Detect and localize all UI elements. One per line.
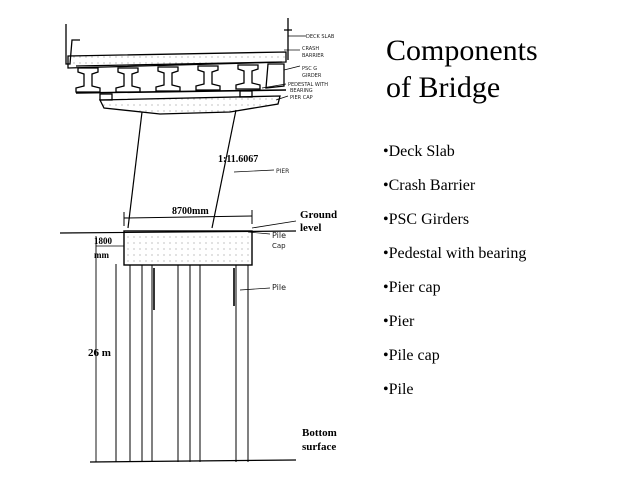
- callout-pedestal-2: BEARING: [290, 88, 313, 94]
- pier: [127, 109, 237, 229]
- callout-pedestal: PEDESTAL WITH: [288, 82, 328, 88]
- callout-pier: PIER: [276, 168, 289, 175]
- psc-girders: [75, 63, 285, 93]
- crash-barrier-right: [284, 18, 292, 60]
- callout-pile-cap: Pile: [272, 231, 286, 240]
- pile-cap-height-unit: mm: [94, 250, 109, 260]
- deck-slab: [67, 51, 287, 69]
- list-item: •PSC Girders: [383, 211, 470, 228]
- piles: [115, 264, 249, 462]
- components-list: •Deck Slab •Crash Barrier •PSC Girders •…: [383, 135, 526, 407]
- bottom-surface-line: [89, 459, 297, 463]
- callout-deck-slab: DECK SLAB: [306, 34, 335, 40]
- bridge-elevation-drawing: 1:11.6067 8700mm Ground level 1800 mm 26…: [59, 18, 337, 463]
- list-item: •Pier: [383, 313, 415, 330]
- pile-cap-height-label: 1800: [94, 236, 113, 246]
- width-label: 8700mm: [172, 206, 209, 217]
- list-item: •Pedestal with bearing: [383, 245, 527, 262]
- bottom-label: Bottom: [302, 427, 337, 439]
- level-label: level: [300, 222, 321, 234]
- width-dimension: [123, 210, 253, 226]
- callout-leaders: [233, 35, 306, 291]
- callout-crash-barrier: CRASH: [302, 46, 319, 52]
- pedestal: [99, 93, 113, 101]
- callout-pile-cap-2: Cap: [272, 242, 286, 250]
- callout-crash-barrier-2: BARRIER: [302, 53, 324, 59]
- slide-title-line1: Components: [386, 34, 538, 67]
- list-item: •Crash Barrier: [383, 177, 476, 194]
- ground-label: Ground: [300, 209, 337, 221]
- callout-psc-girder-2: GIRDER: [302, 73, 322, 79]
- slide-title-line2: of Bridge: [386, 71, 501, 104]
- slope-label: 1:11.6067: [218, 154, 258, 165]
- callout-pier-cap: PIER CAP: [290, 95, 313, 101]
- callout-psc-girder: PSC G: [302, 66, 317, 72]
- list-item: •Pile cap: [383, 347, 440, 364]
- list-item: •Pile: [383, 381, 414, 398]
- list-item: •Deck Slab: [383, 143, 455, 160]
- pier-cap: [98, 95, 281, 115]
- surface-label: surface: [302, 441, 336, 453]
- pile-cap: [123, 230, 253, 266]
- superstructure: [65, 18, 292, 115]
- callout-pile: Pile: [272, 283, 286, 292]
- pile-length-label: 26 m: [88, 347, 111, 359]
- slide-title: Components of Bridge: [386, 32, 538, 106]
- list-item: •Pier cap: [383, 279, 441, 296]
